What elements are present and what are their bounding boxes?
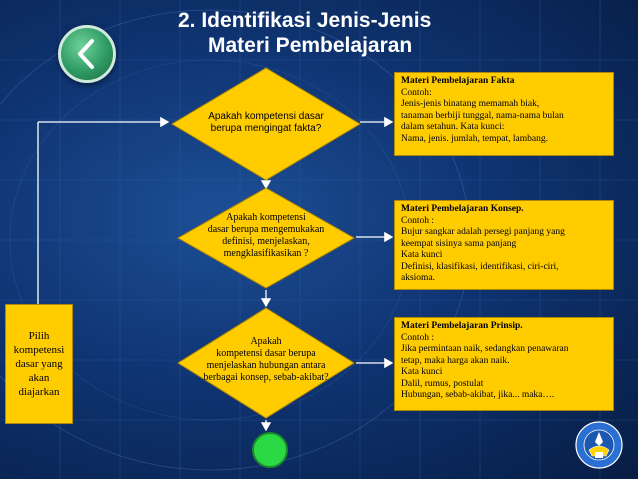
start-box-line: akan bbox=[28, 372, 50, 384]
outcome-prinsip-line: Kata kunci bbox=[401, 367, 443, 377]
start-box: Pilih kompetensi dasar yang akan diajark… bbox=[5, 304, 73, 424]
decision-konsep-line: Apakah kompetensi bbox=[226, 212, 306, 223]
decision-prinsip: Apakah kompetensi dasar berupa menjelask… bbox=[176, 306, 356, 420]
decision-fakta-text: Apakah kompetensi dasar berupa mengingat… bbox=[186, 111, 346, 135]
outcome-konsep-line: Definisi, klasifikasi, identifikasi, cir… bbox=[401, 261, 559, 272]
decision-konsep: Apakah kompetensi dasar berupa mengemuka… bbox=[176, 186, 356, 290]
start-box-line: Pilih bbox=[28, 330, 50, 342]
decision-prinsip-line: Apakah bbox=[250, 336, 282, 347]
decision-konsep-line: definisi, menjelaskan, bbox=[222, 236, 310, 247]
decision-prinsip-line: kompetensi dasar berupa bbox=[216, 348, 316, 359]
outcome-fakta-line: Nama, jenis. jumlah, tempat, lambang. bbox=[401, 133, 548, 144]
outcome-prinsip-line: Dalil, rumus, postulat bbox=[401, 378, 484, 389]
decision-prinsip-text: Apakah kompetensi dasar berupa menjelask… bbox=[182, 336, 350, 384]
outcome-prinsip-line: tetap, maka harga akan naik. bbox=[401, 355, 510, 366]
outcome-konsep-line: Kata kunci bbox=[401, 250, 443, 260]
slide-title: 2. Identifikasi Jenis-Jenis Materi Pembe… bbox=[178, 8, 518, 58]
chevron-left-icon bbox=[78, 39, 94, 69]
outcome-prinsip-line: Hubungan, sebab-akibat, jika... maka…. bbox=[401, 390, 555, 400]
outcome-fakta-line: Contoh: bbox=[401, 87, 432, 98]
end-circle bbox=[252, 432, 288, 468]
outcome-fakta: Materi Pembelajaran Fakta Contoh: Jenis-… bbox=[394, 72, 614, 156]
start-box-line: dasar yang bbox=[15, 358, 63, 370]
outcome-fakta-line: tanaman berbiji tunggal, nama-nama bulan bbox=[401, 110, 564, 121]
tut-wuri-handayani-logo bbox=[575, 421, 623, 469]
decision-konsep-text: Apakah kompetensi dasar berupa mengemuka… bbox=[188, 212, 344, 260]
outcome-fakta-line: dalam setahun. Kata kunci: bbox=[401, 122, 505, 132]
decision-fakta-line: Apakah kompetensi dasar bbox=[208, 111, 324, 122]
decision-konsep-line: mengklasifikasikan ? bbox=[223, 248, 309, 259]
back-button[interactable] bbox=[58, 25, 116, 83]
decision-fakta-line: berupa mengingat fakta? bbox=[210, 123, 322, 134]
outcome-prinsip-line: Jika permintaan naik, sedangkan penawara… bbox=[401, 344, 569, 354]
outcome-konsep-line: Bujur sangkar adalah persegi panjang yan… bbox=[401, 227, 565, 237]
decision-prinsip-line: berbagai konsep, sebab-akibat? bbox=[203, 372, 329, 383]
decision-konsep-line: dasar berupa mengemukakan bbox=[207, 224, 325, 235]
outcome-prinsip: Materi Pembelajaran Prinsip. Contoh : Ji… bbox=[394, 317, 614, 411]
outcome-fakta-line: Jenis-jenis binatang memamah biak, bbox=[401, 99, 540, 109]
outcome-konsep-line: aksioma. bbox=[401, 273, 436, 283]
outcome-fakta-heading: Materi Pembelajaran Fakta bbox=[401, 76, 515, 86]
outcome-prinsip-heading: Materi Pembelajaran Prinsip. bbox=[401, 321, 523, 331]
outcome-konsep-line: Contoh : bbox=[401, 215, 434, 226]
decision-fakta: Apakah kompetensi dasar berupa mengingat… bbox=[170, 66, 362, 182]
outcome-konsep-heading: Materi Pembelajaran Konsep. bbox=[401, 204, 524, 214]
outcome-konsep-line: keempat sisinya sama panjang bbox=[401, 238, 517, 249]
decision-prinsip-line: menjelaskan hubungan antara bbox=[206, 360, 326, 371]
start-box-line: diajarkan bbox=[18, 386, 60, 398]
outcome-prinsip-line: Contoh : bbox=[401, 332, 434, 343]
outcome-konsep: Materi Pembelajaran Konsep. Contoh : Buj… bbox=[394, 200, 614, 290]
title-line-1: 2. Identifikasi Jenis-Jenis bbox=[178, 9, 432, 32]
title-line-2: Materi Pembelajaran bbox=[208, 34, 413, 57]
start-box-line: kompetensi bbox=[13, 344, 65, 356]
